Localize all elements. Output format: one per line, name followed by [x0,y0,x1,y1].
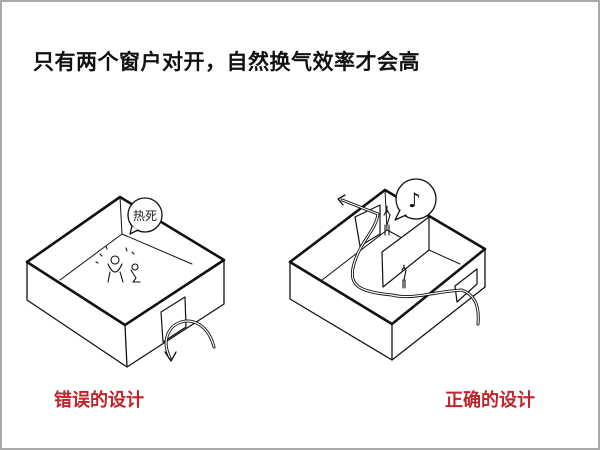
person-figure [383,205,391,236]
wrong-design-box [25,195,226,368]
speech-bubble-text: 热死 [133,209,157,223]
speech-bubble-hot [127,197,163,235]
music-note-icon: ♪ [408,188,421,212]
collapsed-people-icon [95,245,141,283]
page-title: 只有两个窗户对开，自然换气效率才会高 [33,50,420,74]
right-design-label: 正确的设计 [445,390,535,411]
right-design-box [288,178,487,361]
window-back [354,204,381,247]
wrong-design-label: 错误的设计 [54,390,144,411]
person-figure [401,264,407,289]
speech-bubble-music [394,178,437,221]
wrong-window [160,296,187,343]
window-side [454,268,478,303]
